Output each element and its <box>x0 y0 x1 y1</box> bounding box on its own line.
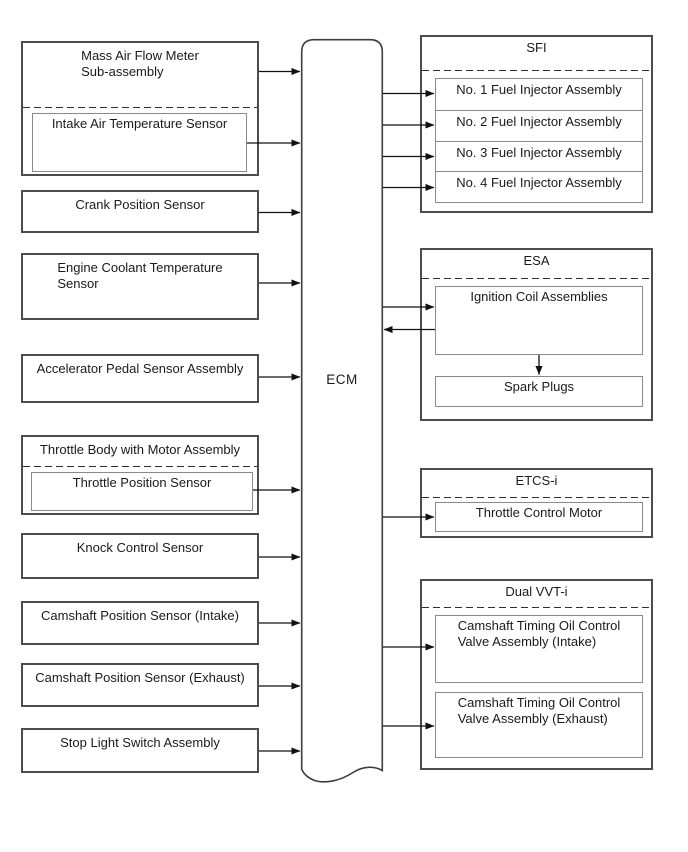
box-camshaft-position-sensor-exhaust: Camshaft Position Sensor (Exhaust) <box>21 663 259 707</box>
box-label: Mass Air Flow Meter Sub-assembly <box>81 48 199 79</box>
box-label: Camshaft Timing Oil Control Valve Assemb… <box>457 618 621 649</box>
box-camshaft-timing-valve-intake: Camshaft Timing Oil Control Valve Assemb… <box>435 615 643 683</box>
box-label: Crank Position Sensor <box>75 197 205 212</box>
dashed-divider <box>422 607 651 608</box>
box-label: Spark Plugs <box>503 379 575 394</box>
box-crank-position-sensor: Crank Position Sensor <box>21 190 259 233</box>
box-label: Stop Light Switch Assembly <box>60 735 220 750</box>
dashed-divider <box>23 107 257 108</box>
ecm-box <box>300 38 384 783</box>
box-label: Camshaft Timing Oil Control Valve Assemb… <box>457 695 621 726</box>
dashed-divider <box>23 466 257 467</box>
box-fuel-injector-3: No. 3 Fuel Injector Assembly <box>436 140 642 172</box>
system-title: SFI <box>526 40 547 55</box>
box-throttle-body-with-motor: Throttle Body with Motor Assembly Thrott… <box>21 435 259 515</box>
box-etcs-system: ETCS-i Throttle Control Motor <box>420 468 653 538</box>
box-dual-vvt-system: Dual VVT-i Camshaft Timing Oil Control V… <box>420 579 653 770</box>
box-accelerator-pedal-sensor: Accelerator Pedal Sensor Assembly <box>21 354 259 403</box>
system-title: ESA <box>523 253 550 268</box>
box-engine-coolant-temperature-sensor: Engine Coolant Temperature Sensor <box>21 253 259 320</box>
box-sfi-system: SFI No. 1 Fuel Injector Assembly No. 2 F… <box>420 35 653 213</box>
box-spark-plugs: Spark Plugs <box>435 376 643 407</box>
box-label: Intake Air Temperature Sensor <box>51 116 228 131</box>
box-esa-system: ESA Ignition Coil Assemblies Spark Plugs <box>420 248 653 421</box>
box-fuel-injector-1: No. 1 Fuel Injector Assembly <box>456 82 622 97</box>
box-camshaft-timing-valve-exhaust: Camshaft Timing Oil Control Valve Assemb… <box>435 692 643 758</box>
box-label: Ignition Coil Assemblies <box>470 289 608 304</box>
box-label: Knock Control Sensor <box>76 540 204 555</box>
box-fuel-injector-4: No. 4 Fuel Injector Assembly <box>436 171 642 202</box>
box-label: Throttle Body with Motor Assembly <box>39 442 241 457</box>
box-fuel-injector-2: No. 2 Fuel Injector Assembly <box>436 109 642 141</box>
box-label: Throttle Position Sensor <box>72 475 212 490</box>
box-label: Camshaft Position Sensor (Intake) <box>41 608 239 623</box>
fuel-injector-table: No. 1 Fuel Injector Assembly No. 2 Fuel … <box>435 78 643 203</box>
dashed-divider <box>422 278 651 279</box>
dashed-divider <box>422 497 651 498</box>
box-knock-control-sensor: Knock Control Sensor <box>21 533 259 579</box>
system-title: Dual VVT-i <box>505 584 568 599</box>
box-ignition-coil-assemblies: Ignition Coil Assemblies <box>435 286 643 355</box>
box-label: Camshaft Position Sensor (Exhaust) <box>35 670 245 685</box>
box-stop-light-switch: Stop Light Switch Assembly <box>21 728 259 773</box>
box-label: Throttle Control Motor <box>475 505 603 520</box>
dashed-divider <box>422 70 651 71</box>
box-throttle-position-sensor: Throttle Position Sensor <box>31 472 253 511</box>
system-title: ETCS-i <box>515 473 558 488</box>
box-camshaft-position-sensor-intake: Camshaft Position Sensor (Intake) <box>21 601 259 645</box>
box-intake-air-temperature-sensor: Intake Air Temperature Sensor <box>32 113 247 172</box>
box-label: Accelerator Pedal Sensor Assembly <box>36 361 244 376</box>
ecm-label: ECM <box>326 372 358 387</box>
box-label: Engine Coolant Temperature Sensor <box>57 260 223 291</box>
box-throttle-control-motor: Throttle Control Motor <box>435 502 643 532</box>
box-mass-air-flow-meter: Mass Air Flow Meter Sub-assembly Intake … <box>21 41 259 176</box>
